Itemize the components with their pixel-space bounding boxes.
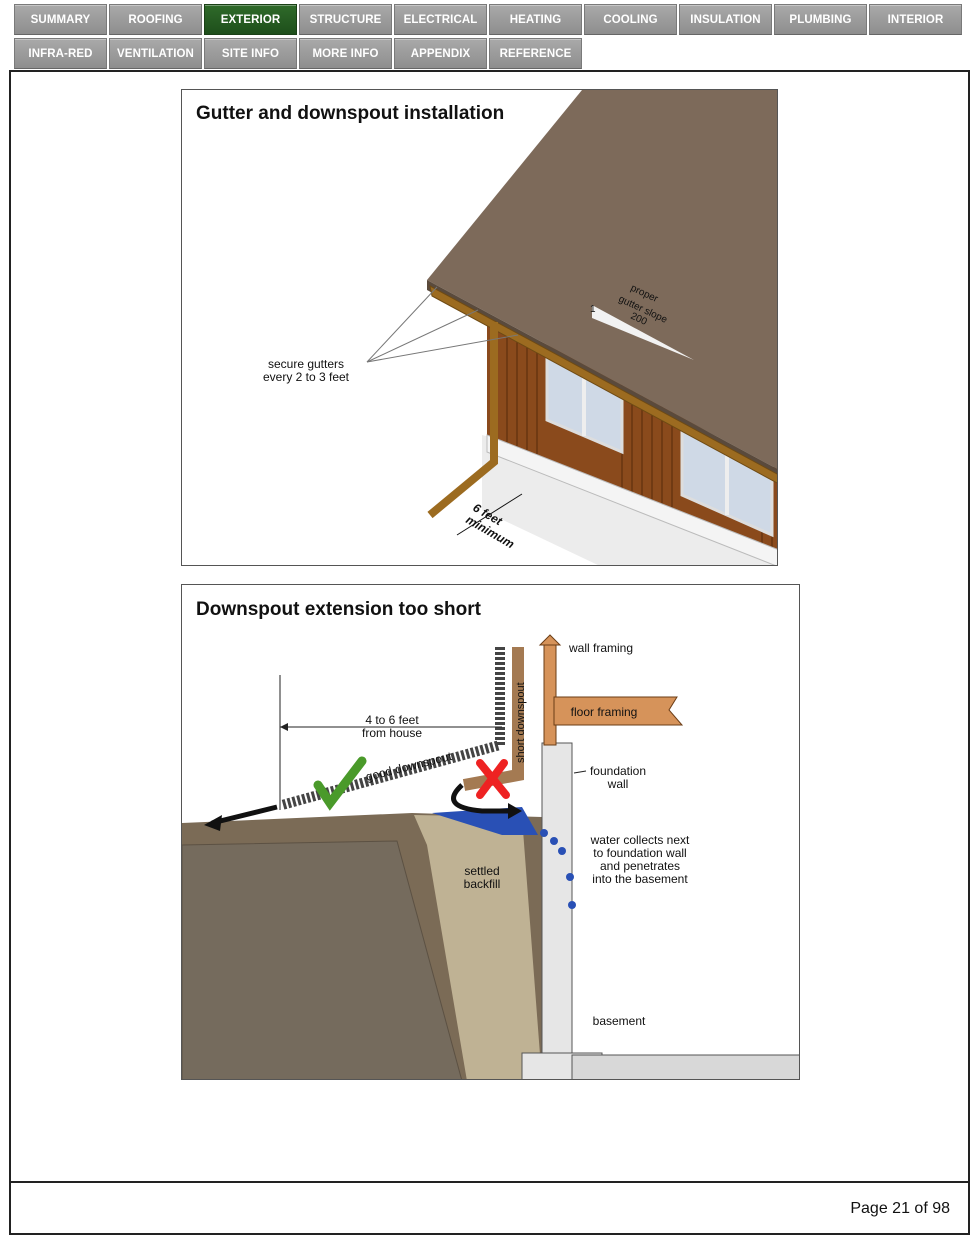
- svg-text:foundation: foundation: [590, 764, 646, 778]
- tab-site-info[interactable]: SITE INFO: [204, 38, 297, 69]
- tab-insulation[interactable]: INSULATION: [679, 4, 772, 35]
- nav-tabs-row-1: SUMMARY ROOFING EXTERIOR STRUCTURE ELECT…: [14, 4, 962, 35]
- svg-text:every 2 to 3 feet: every 2 to 3 feet: [263, 370, 350, 384]
- figure-2-title: Downspout extension too short: [196, 599, 481, 620]
- svg-text:4 to 6 feet: 4 to 6 feet: [365, 713, 419, 727]
- page-number: Page 21 of 98: [850, 1200, 950, 1217]
- svg-text:settled: settled: [464, 864, 499, 878]
- tab-structure[interactable]: STRUCTURE: [299, 4, 392, 35]
- tab-interior[interactable]: INTERIOR: [869, 4, 962, 35]
- tab-electrical[interactable]: ELECTRICAL: [394, 4, 487, 35]
- figure-downspout-too-short: wall framing floor framing 4 to 6 feet f…: [181, 584, 800, 1080]
- tab-exterior[interactable]: EXTERIOR: [204, 4, 297, 35]
- tab-more-info[interactable]: MORE INFO: [299, 38, 392, 69]
- tab-appendix[interactable]: APPENDIX: [394, 38, 487, 69]
- tab-cooling[interactable]: COOLING: [584, 4, 677, 35]
- svg-text:wall: wall: [607, 777, 629, 791]
- svg-text:into the basement: into the basement: [592, 872, 688, 886]
- tab-ventilation[interactable]: VENTILATION: [109, 38, 202, 69]
- svg-text:wall framing: wall framing: [568, 641, 633, 655]
- svg-text:1: 1: [590, 304, 596, 315]
- figure-gutter-installation: 1 proper gutter slope 200 secure gutters…: [181, 89, 778, 566]
- svg-text:and penetrates: and penetrates: [600, 859, 680, 873]
- downspout-illustration: wall framing floor framing 4 to 6 feet f…: [182, 634, 799, 1079]
- tab-summary[interactable]: SUMMARY: [14, 4, 107, 35]
- tab-reference[interactable]: REFERENCE: [489, 38, 582, 69]
- tab-roofing[interactable]: ROOFING: [109, 4, 202, 35]
- svg-text:floor framing: floor framing: [571, 705, 638, 719]
- tab-plumbing[interactable]: PLUMBING: [774, 4, 867, 35]
- gutter-illustration: 1 proper gutter slope 200 secure gutters…: [263, 90, 777, 565]
- footer-divider: [11, 1181, 968, 1183]
- figure-1-title: Gutter and downspout installation: [196, 103, 505, 124]
- nav-tabs-row-2: INFRA-RED VENTILATION SITE INFO MORE INF…: [14, 38, 582, 69]
- svg-text:from house: from house: [362, 726, 422, 740]
- svg-text:to foundation wall: to foundation wall: [593, 846, 686, 860]
- svg-text:secure gutters: secure gutters: [268, 357, 344, 371]
- tab-infra-red[interactable]: INFRA-RED: [14, 38, 107, 69]
- tab-heating[interactable]: HEATING: [489, 4, 582, 35]
- page-frame: 1 proper gutter slope 200 secure gutters…: [9, 70, 970, 1235]
- svg-text:water collects next: water collects next: [590, 833, 690, 847]
- svg-text:short downspout: short downspout: [515, 682, 527, 763]
- svg-text:basement: basement: [593, 1014, 646, 1028]
- svg-text:backfill: backfill: [464, 877, 501, 891]
